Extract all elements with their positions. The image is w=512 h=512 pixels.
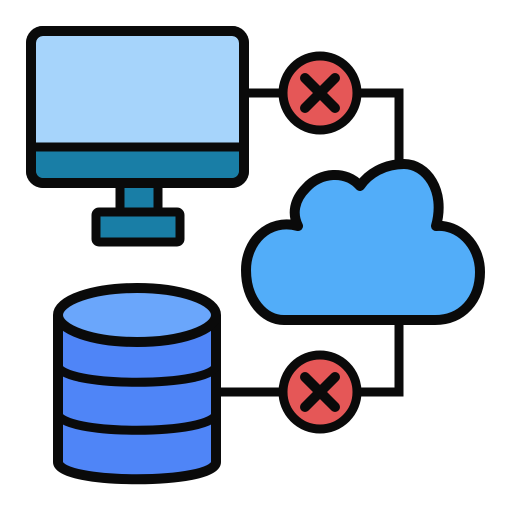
cloud-icon xyxy=(241,159,485,325)
monitor-stand-base xyxy=(91,207,185,247)
database-ring-1 xyxy=(53,363,221,387)
monitor-bezel xyxy=(36,147,239,178)
connection-line-error-to-cloud xyxy=(357,88,404,160)
connection-lines xyxy=(218,88,404,397)
connection-line-cloud-to-error xyxy=(357,318,404,397)
database-ring-2 xyxy=(53,411,221,435)
database-top xyxy=(53,283,221,347)
error-badge-bottom xyxy=(278,350,362,434)
monitor-icon xyxy=(26,26,249,247)
monitor-frame-outline xyxy=(26,26,249,188)
close-icon xyxy=(300,73,340,113)
close-icon xyxy=(300,372,340,412)
database-icon xyxy=(53,283,221,485)
database-body xyxy=(53,315,221,485)
cloud-shape xyxy=(241,159,485,325)
error-badge-top xyxy=(278,51,362,135)
